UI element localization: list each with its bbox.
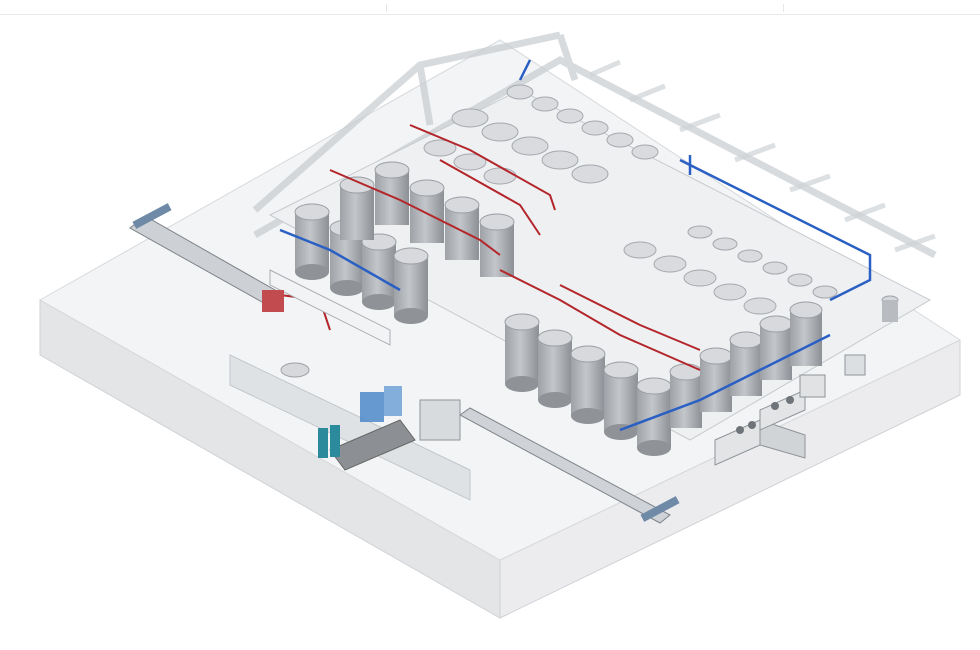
tank <box>409 179 445 243</box>
tank <box>603 361 639 440</box>
chiller-units <box>714 295 899 466</box>
toolbar-divider <box>386 4 387 12</box>
reception-press-area <box>262 269 461 471</box>
roof-purlins <box>589 59 936 253</box>
tank <box>444 196 480 260</box>
tank-tops-back-rows <box>423 84 659 185</box>
tank <box>537 329 573 408</box>
tank-bank-left <box>294 161 515 324</box>
tank <box>374 161 410 225</box>
tank <box>479 213 515 277</box>
red-process-piping <box>279 124 701 371</box>
tank <box>699 347 733 412</box>
tank <box>789 301 823 366</box>
tank-tops-right-rows <box>623 225 838 315</box>
tank <box>393 247 429 324</box>
tank <box>504 313 540 392</box>
tank <box>729 331 763 396</box>
toolbar-divider <box>783 4 784 12</box>
top-toolbar-strip <box>0 0 980 15</box>
tank <box>339 176 375 240</box>
tank <box>759 315 793 380</box>
tank <box>570 345 606 424</box>
conveyor-lower-right <box>459 407 680 524</box>
tank <box>636 377 672 456</box>
tank <box>294 203 330 280</box>
tank <box>669 363 703 428</box>
tank-bank-right <box>504 301 823 456</box>
blue-glycol-piping <box>279 59 872 432</box>
